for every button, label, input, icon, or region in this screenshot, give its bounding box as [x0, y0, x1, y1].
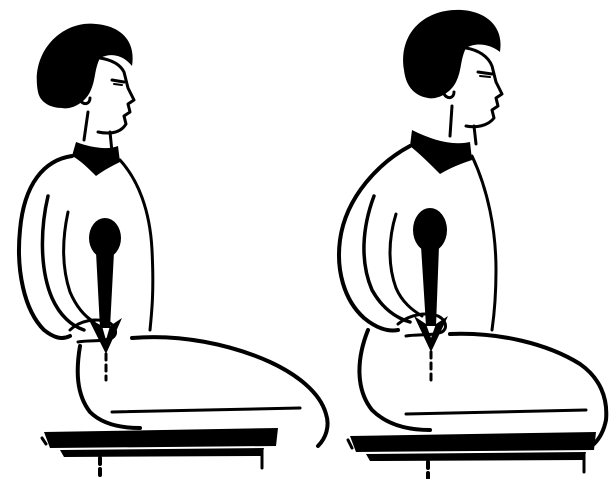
- right-arm: [364, 196, 410, 322]
- right-spine-arrow: [413, 208, 448, 384]
- right-figure-upright: [339, 10, 606, 478]
- right-torso-outline: [339, 146, 410, 331]
- right-hair: [403, 10, 500, 98]
- left-figure-slouched: [19, 24, 328, 476]
- right-stool: [348, 432, 596, 478]
- left-thigh: [78, 346, 140, 428]
- left-stool: [42, 428, 278, 476]
- left-spine-arrow: [88, 218, 122, 380]
- right-face: [466, 48, 502, 127]
- left-face: [98, 58, 134, 133]
